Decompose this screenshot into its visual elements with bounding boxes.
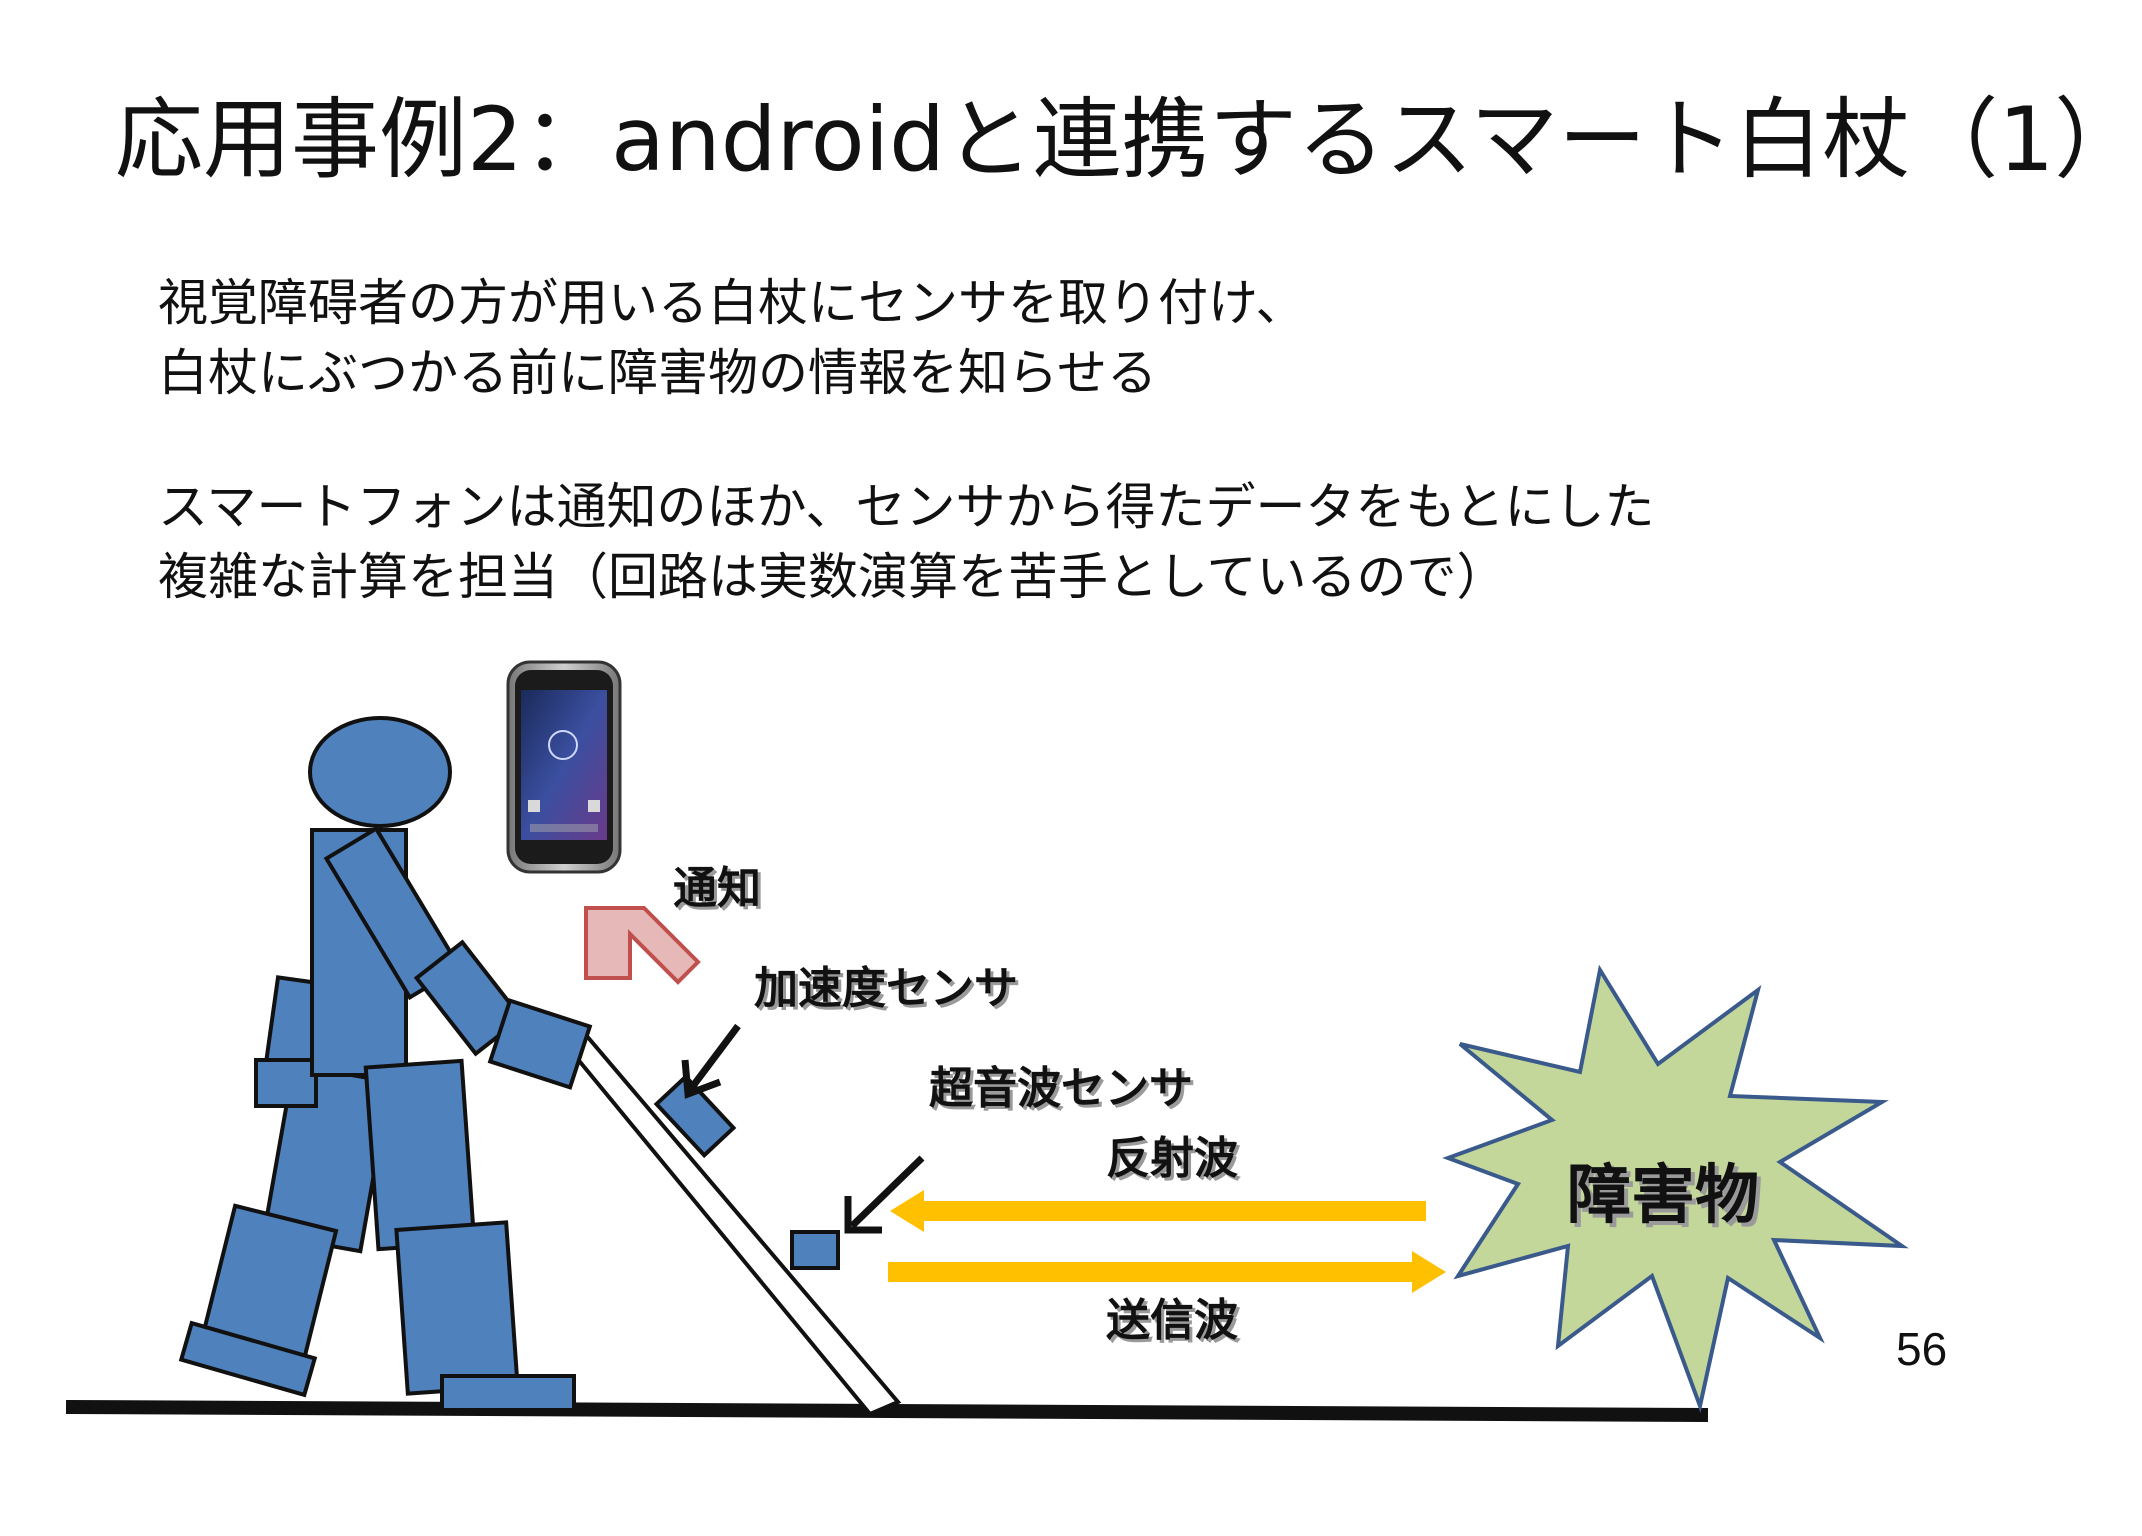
transmitted-wave-arrow: [888, 1251, 1446, 1293]
svg-text:送信波: 送信波: [1109, 1298, 1241, 1349]
accelerometer-pointer-arrow: [681, 1023, 741, 1099]
notification-arrow: [584, 906, 701, 985]
svg-text:通知: 通知: [676, 866, 764, 917]
svg-text:反射波: 反射波: [1109, 1136, 1241, 1187]
label-transmitted-wave: 送信波 送信波: [1106, 1295, 1241, 1349]
svg-text:超音波センサ: 超音波センサ: [932, 1066, 1196, 1117]
label-accelerometer-sensor: 加速度センサ 加速度センサ: [754, 963, 1021, 1017]
svg-text:加速度センサ: 加速度センサ: [757, 966, 1021, 1017]
label-notification: 通知 通知: [673, 863, 764, 917]
svg-text:障害物: 障害物: [1567, 1159, 1759, 1233]
smartphone-image: [506, 660, 622, 874]
description-line: 視覚障碍者の方が用いる白杖にセンサを取り付け、: [158, 274, 1306, 332]
smart-cane-diagram: 通知 通知 加速度センサ 加速度センサ 超音波センサ 超音波センサ 反射波 反射…: [65, 660, 1909, 1422]
label-obstacle: 障害物 障害物: [1567, 1159, 1763, 1237]
svg-text:反射波: 反射波: [1106, 1133, 1238, 1184]
accelerometer-sensor-block: [653, 1073, 737, 1159]
svg-text:超音波センサ: 超音波センサ: [929, 1063, 1193, 1114]
svg-text:加速度センサ: 加速度センサ: [754, 963, 1018, 1014]
description-paragraph-2: スマートフォンは通知のほか、センサから得たデータをもとにした 複雑な計算を担当（…: [158, 472, 1655, 612]
walking-person-figure: [178, 716, 593, 1412]
ultrasonic-pointer-arrow: [844, 1155, 925, 1234]
description-line: 複雑な計算を担当（回路は実数演算を苦手としているので）: [158, 548, 1507, 606]
description-line: スマートフォンは通知のほか、センサから得たデータをもとにした: [158, 478, 1655, 536]
svg-text:通知: 通知: [673, 863, 761, 914]
ultrasonic-sensor-block: [790, 1230, 840, 1270]
label-reflected-wave: 反射波 反射波: [1106, 1133, 1241, 1187]
ground-line: [65, 1400, 1709, 1422]
label-ultrasonic-sensor: 超音波センサ 超音波センサ: [929, 1063, 1196, 1117]
page-number: 56: [1896, 1323, 1948, 1375]
description-paragraph-1: 視覚障碍者の方が用いる白杖にセンサを取り付け、 白杖にぶつかる前に障害物の情報を…: [158, 268, 1306, 408]
reflected-wave-arrow: [890, 1190, 1426, 1232]
description-line: 白杖にぶつかる前に障害物の情報を知らせる: [158, 344, 1157, 402]
svg-text:障害物: 障害物: [1571, 1163, 1763, 1237]
slide-title: 応用事例2：androidと連携するスマート白杖（1）: [115, 88, 2142, 191]
svg-text:送信波: 送信波: [1106, 1295, 1238, 1346]
obstacle-starburst: [1442, 964, 1909, 1414]
